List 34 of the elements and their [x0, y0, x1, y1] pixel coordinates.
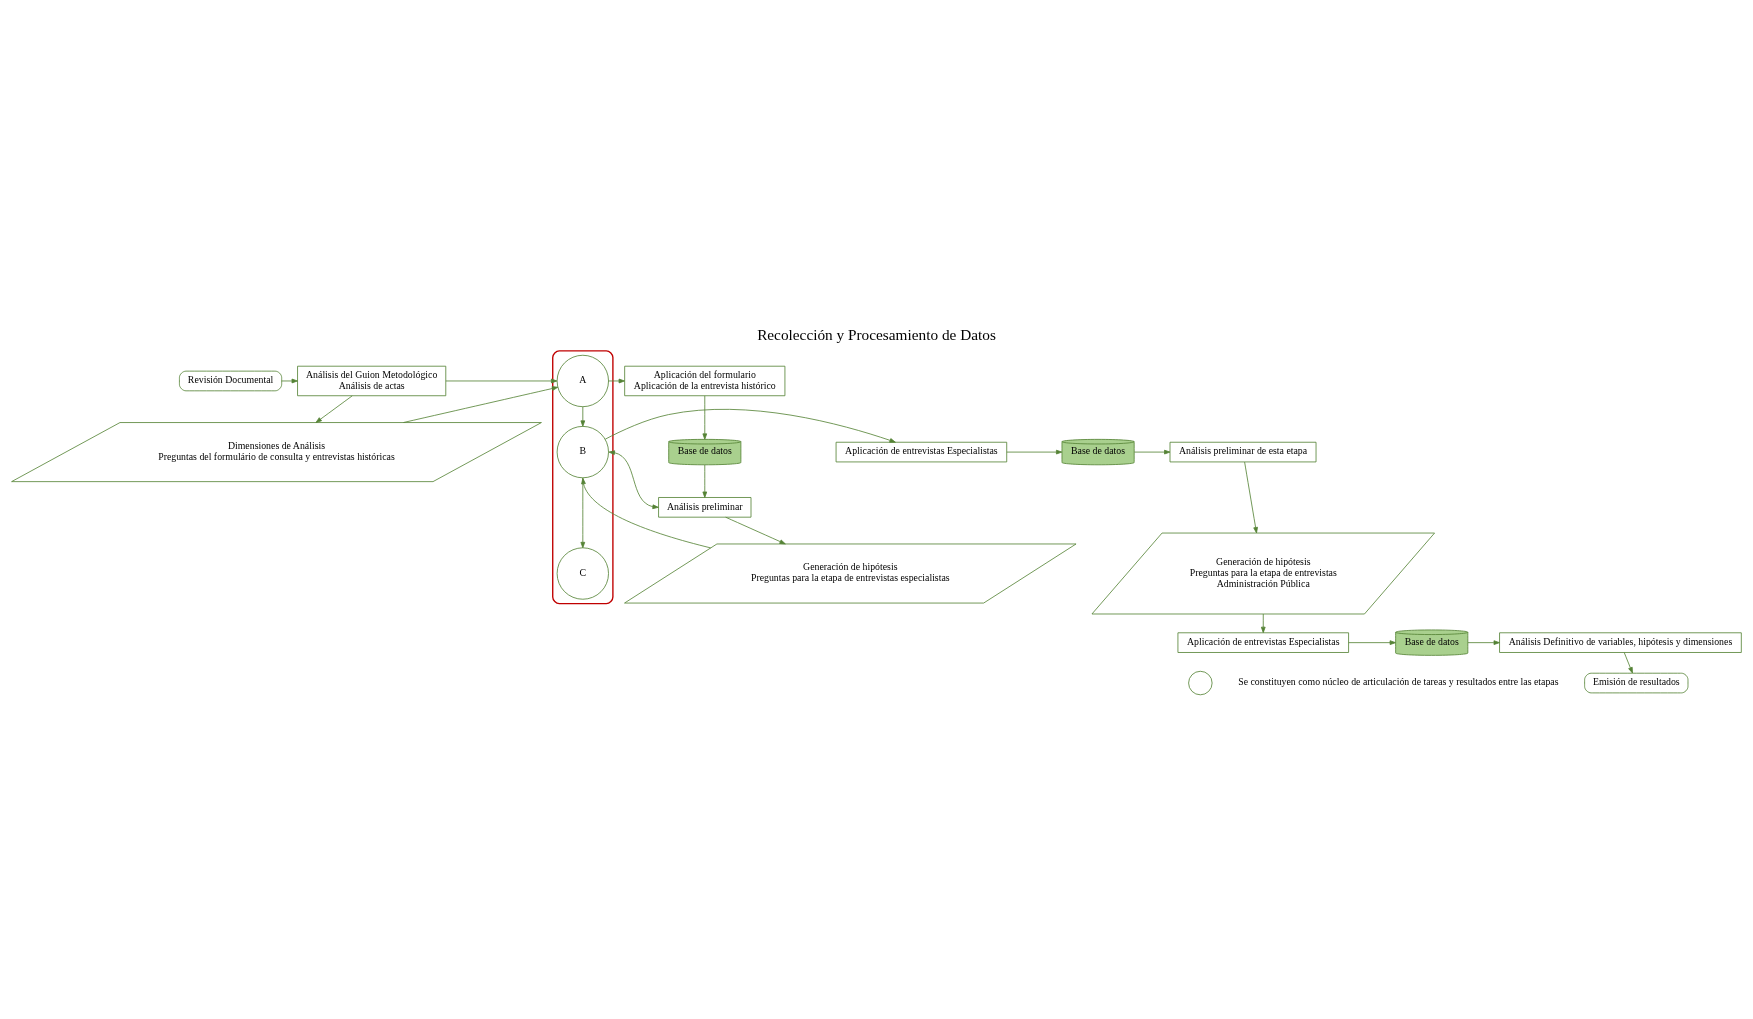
arrow — [580, 405, 586, 427]
arrow — [1133, 449, 1171, 454]
legend-label: Se constituyen como núcleo de articulación de tareas y resultados entre las etapas — [1238, 675, 1559, 687]
node-box: Análisis Definitivo de variables, hipótesis y dimensiones — [1499, 631, 1742, 653]
node-box: Análisis del Guion Metodológico Análisis de actas — [297, 365, 447, 396]
arrow — [702, 464, 708, 498]
arrow — [315, 394, 353, 423]
node-box: Emisión de resultados — [1584, 672, 1689, 693]
arrow — [1006, 449, 1063, 454]
diagram-title: Recolección y Procesamiento de Datos — [757, 325, 996, 343]
arrow — [1244, 461, 1258, 533]
node-box: Análisis preliminar — [658, 496, 752, 518]
arrow — [604, 408, 896, 443]
arrow — [403, 385, 559, 423]
node-box: Análisis preliminar de esta etapa — [1169, 441, 1317, 462]
arrow — [581, 477, 712, 548]
node-circle: C — [556, 546, 609, 600]
arrow — [725, 516, 786, 544]
arrow — [580, 476, 586, 548]
arrow — [608, 449, 659, 509]
arrow — [1623, 651, 1633, 673]
node-box: Aplicación de entrevistas Especialistas — [1177, 631, 1349, 653]
node-box: Aplicación de entrevistas Especialistas — [835, 441, 1008, 462]
arrow — [281, 378, 298, 383]
arrow — [1348, 639, 1396, 645]
node-circle: A — [556, 354, 609, 407]
arrow — [1467, 639, 1500, 645]
arrow — [702, 394, 708, 440]
arrow — [445, 378, 558, 383]
node-box: Aplicación del formulario Aplicación de la entrevista histórico — [624, 365, 786, 396]
arrow — [1260, 613, 1266, 633]
arrow — [608, 378, 625, 383]
node-box: Revisión Documental — [179, 370, 283, 391]
node-circle: B — [556, 425, 609, 478]
